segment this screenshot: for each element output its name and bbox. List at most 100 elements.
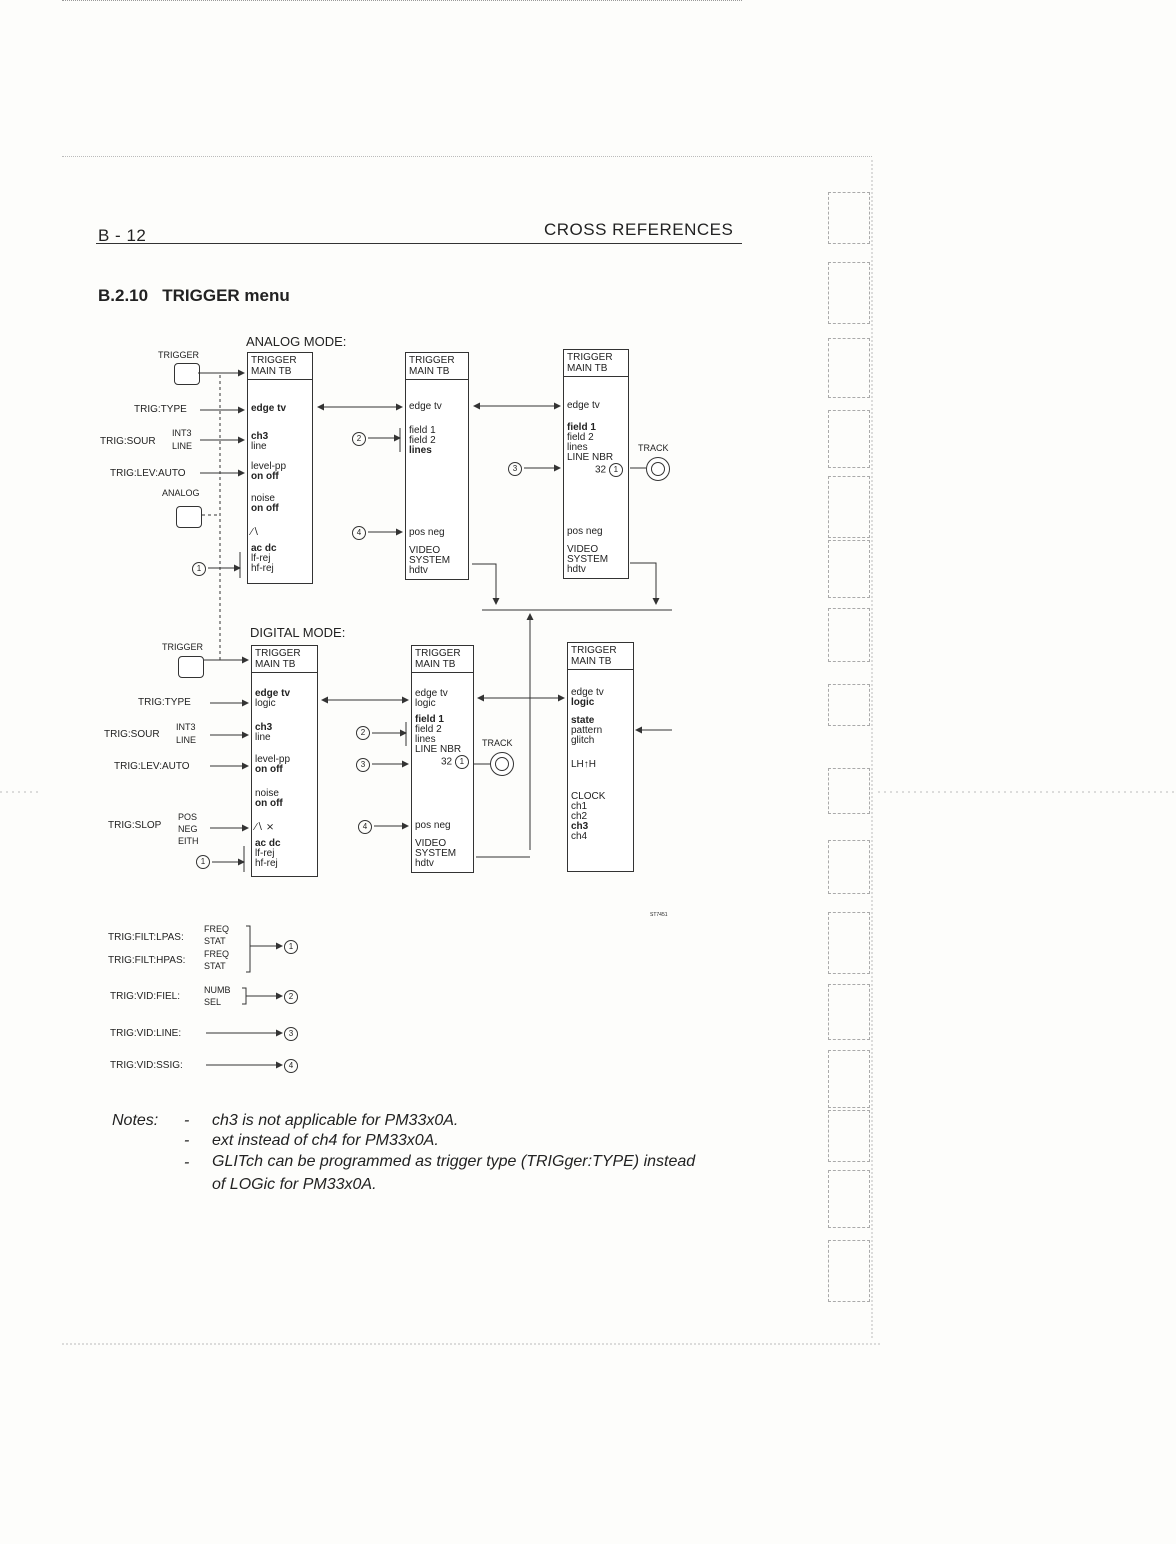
digital-trigger-key[interactable] [178, 656, 204, 678]
menu-header: TRIGGER MAIN TB [248, 353, 312, 380]
section-heading: B.2.10 TRIGGER menu [98, 286, 290, 306]
analog-ref-1: 1 [192, 562, 206, 576]
softkey-pos-neg[interactable]: pos neg [415, 820, 451, 831]
analog-key-label: ANALOG [162, 488, 200, 498]
note-1: ch3 is not applicable for PM33x0A. [212, 1112, 459, 1129]
figure-code: ST7451 [650, 912, 668, 918]
digital-cmd-slop: TRIG:SLOP [108, 820, 162, 831]
analog-ref-2: 2 [352, 432, 366, 446]
digital-ref-3: 3 [356, 758, 370, 772]
ref-cmd-hpas: TRIG:FILT:HPAS: [108, 955, 186, 966]
frame-top-rule [62, 156, 872, 157]
digital-ref-1: 1 [196, 855, 210, 869]
softkey-pattern[interactable]: LH↑H [571, 759, 597, 770]
analog-track-knob[interactable] [646, 457, 670, 481]
ref-cmd-line: TRIG:VID:LINE: [110, 1028, 182, 1039]
index-tab [828, 410, 870, 468]
digital-ref-2: 2 [356, 726, 370, 740]
ref-target-3: 3 [284, 1027, 298, 1041]
index-tab [828, 476, 870, 538]
digital-track-knob[interactable] [490, 752, 514, 776]
index-tab [828, 338, 870, 398]
digital-cmd-lev: TRIG:LEV:AUTO [114, 761, 190, 772]
analog-key[interactable] [176, 506, 202, 528]
section-name: TRIGGER menu [162, 286, 290, 305]
note-3: GLITch can be programmed as trigger type… [212, 1153, 696, 1170]
analog-cmd-type: TRIG:TYPE [134, 404, 187, 415]
ref-lpas-opt2: STAT [204, 936, 226, 946]
ref-hpas-opt1: FREQ [204, 949, 230, 959]
softkey-pos-neg[interactable]: pos neg [409, 527, 445, 538]
ref-cmd-lpas: TRIG:FILT:LPAS: [108, 932, 184, 943]
digital-slop-opt1: POS [178, 812, 198, 822]
softkey-slope[interactable]: ∕∖ [251, 527, 260, 538]
analog-track-label: TRACK [638, 443, 669, 453]
analog-ref-3: 3 [508, 462, 522, 476]
digital-cmd-sour: TRIG:SOUR [104, 729, 160, 740]
index-tab [828, 608, 870, 662]
ref-fiel-opt1: NUMB [204, 985, 231, 995]
index-tab [828, 840, 870, 894]
softkey-edge-tv[interactable]: edge tv [409, 401, 442, 412]
digital-sour-opt2: LINE [176, 735, 197, 745]
digital-ref-4: 4 [358, 820, 372, 834]
digital-track-label: TRACK [482, 738, 513, 748]
softkey-slope[interactable]: ∕∖ ⨯ [255, 822, 275, 833]
analog-sour-opt1: INT3 [172, 428, 192, 438]
index-tab [828, 768, 870, 814]
digital-slop-opt2: NEG [178, 824, 198, 834]
header-rule [96, 243, 742, 244]
index-tab [828, 1170, 870, 1228]
ref-hpas-opt2: STAT [204, 961, 226, 971]
ref-cmd-ssig: TRIG:VID:SSIG: [110, 1060, 183, 1071]
index-tab [828, 684, 870, 726]
note-3-continued: of LOGic for PM33x0A. [212, 1176, 377, 1193]
analog-mode-label: ANALOG MODE: [246, 334, 347, 349]
softkey-edge-tv[interactable]: edge tv [567, 400, 600, 411]
section-title: CROSS REFERENCES [544, 220, 734, 239]
analog-cmd-sour: TRIG:SOUR [100, 436, 156, 447]
analog-trigger-key[interactable] [174, 363, 200, 385]
index-tab [828, 984, 870, 1040]
ref-target-2: 2 [284, 990, 298, 1004]
notes-label: Notes: [112, 1112, 159, 1129]
analog-ref-4: 4 [352, 526, 366, 540]
digital-trigger-key-label: TRIGGER [162, 642, 204, 652]
ref-lpas-opt1: FREQ [204, 924, 230, 934]
analog-cmd-lev: TRIG:LEV:AUTO [110, 468, 186, 479]
softkey-edge-tv[interactable]: edge tv [251, 403, 287, 414]
softkey-pos-neg[interactable]: pos neg [567, 526, 603, 537]
note-bullet: - [184, 1154, 190, 1171]
ref-cmd-fiel: TRIG:VID:FIEL: [110, 991, 181, 1002]
